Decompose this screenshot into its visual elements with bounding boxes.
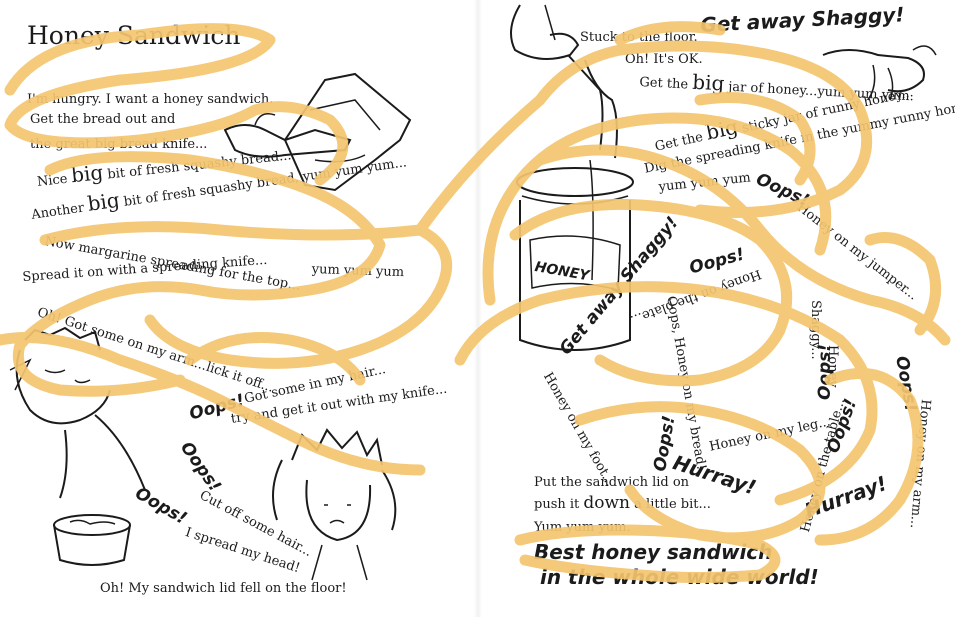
child-licking-arm-drawing bbox=[9, 326, 146, 499]
oops-exclamation: Oops! bbox=[891, 354, 921, 414]
story-line: Put the sandwich lid on bbox=[534, 475, 690, 490]
story-line: Honey on my jumper... bbox=[793, 200, 921, 304]
story-line: Oh! My sandwich lid fell on the floor! bbox=[100, 581, 347, 596]
child-messy-hair-drawing bbox=[272, 428, 397, 581]
story-line: yum yum yum bbox=[311, 262, 405, 281]
get-away-shaggy-shout: Get away Shaggy! bbox=[699, 2, 906, 37]
honey-bowl-drawing bbox=[53, 514, 131, 566]
story-line: push it down a little bit... bbox=[534, 493, 711, 513]
bread-knife-drawing bbox=[223, 72, 412, 192]
honey-jar-drawing bbox=[516, 160, 634, 351]
oops-exclamation: Oops! bbox=[176, 438, 225, 496]
page-title: Honey Sandwich bbox=[27, 21, 241, 50]
show-through-text bbox=[280, 22, 287, 47]
hand-with-knife-drawing bbox=[510, 4, 618, 159]
story-line: Get the bread out and bbox=[30, 112, 176, 127]
story-line: Honey on my arm... bbox=[906, 398, 933, 530]
finale-line-1: Best honey sandwich bbox=[534, 540, 773, 564]
story-line: Yum yum yum. bbox=[534, 520, 631, 535]
dog-paw-drawing bbox=[822, 45, 937, 101]
story-line: the great big bread knife... bbox=[30, 137, 208, 152]
story-line: Honey bbox=[825, 345, 840, 388]
story-line: Honey on my leg... bbox=[708, 414, 832, 455]
right-page: Stuck to the floor. Get away Shaggy! Oh!… bbox=[478, 0, 955, 617]
story-line: Oh! It's OK. bbox=[625, 52, 703, 67]
story-line: Honey on my foot... bbox=[540, 370, 618, 490]
finale-line-2: in the whole wide world! bbox=[540, 565, 819, 589]
left-page: Honey Sandwich I'm hungry. I want a hone… bbox=[9, 21, 448, 596]
story-line: yum yum yum bbox=[658, 170, 752, 195]
